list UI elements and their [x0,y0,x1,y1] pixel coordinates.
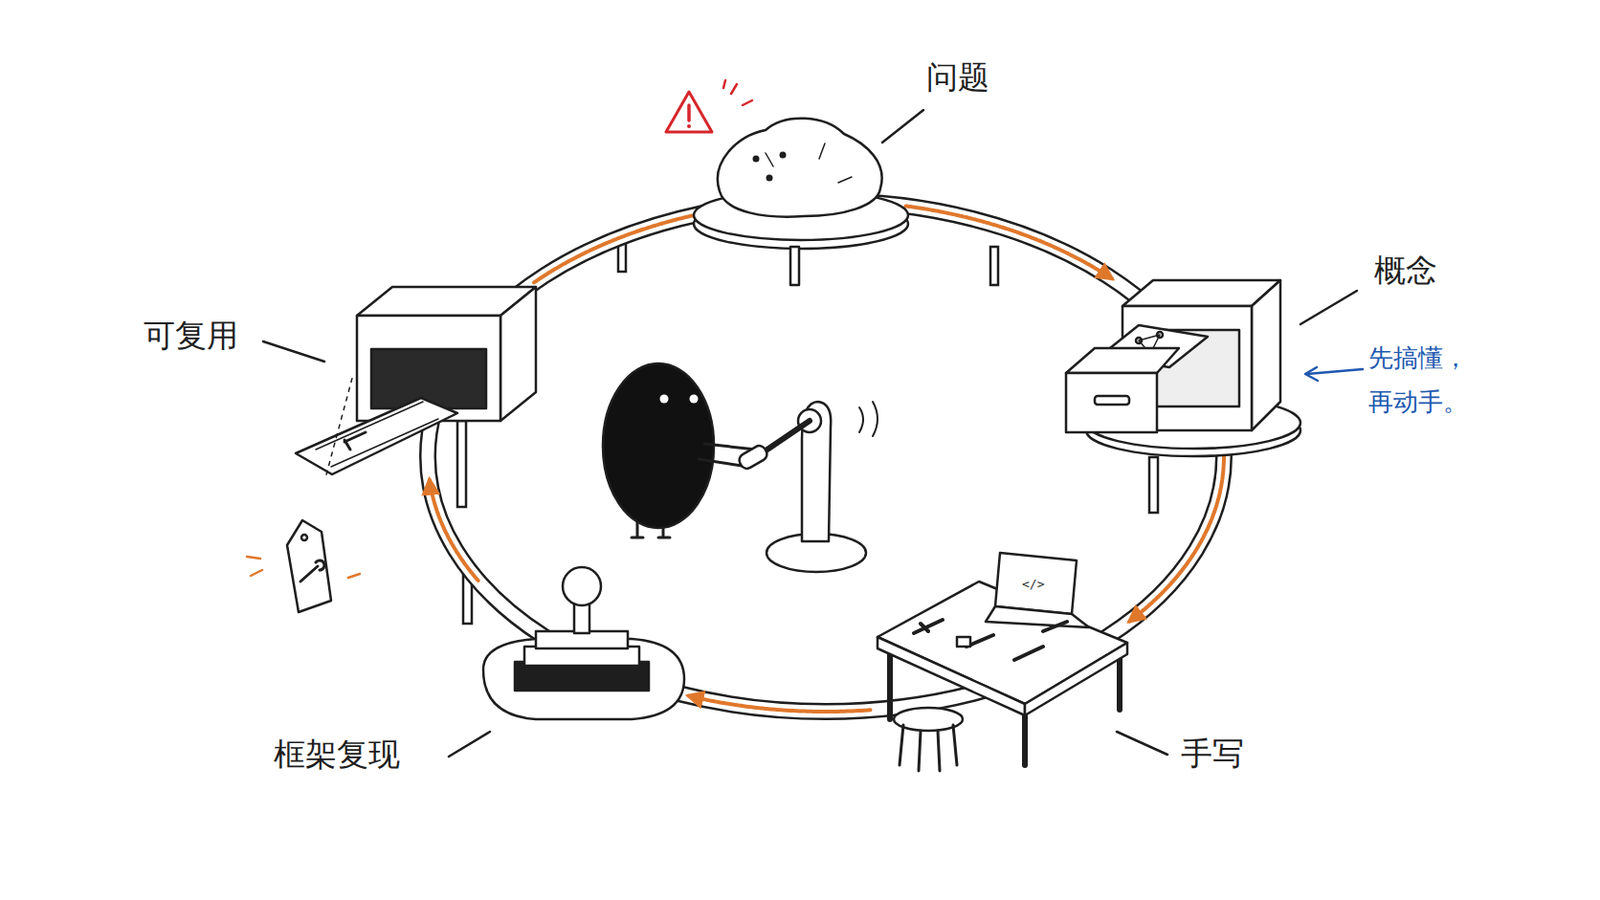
rail-post [990,246,999,286]
rail-post [457,421,467,508]
drawer-top [1066,348,1179,374]
tool-block [956,637,971,647]
rock-station-node: 问题 [698,124,905,249]
desk-edge [1024,643,1128,716]
ring-connector [688,696,871,712]
drawer-handle [1094,396,1130,405]
sparkle-ticks [246,556,360,578]
tag-wrench [300,560,325,582]
tray [295,398,458,475]
warning-mark [687,105,691,121]
leader-line [1300,290,1357,325]
press-station [448,567,685,757]
desk-edge [877,637,1025,716]
rock-cracks [765,143,852,183]
ring-connector [429,480,479,581]
laptop-keyboard [985,606,1089,628]
drawer-front [1066,373,1157,433]
stamp-knob [562,567,601,606]
warning-triangle [666,91,712,133]
cabinet-station-node: 概念 [1100,279,1288,443]
leader-line [882,110,924,143]
ring-connector [533,214,698,283]
crank-handle [736,444,770,472]
note-arrow [1307,369,1363,375]
cabinet-side [1251,280,1281,431]
station-label: 手写 [1180,737,1245,770]
ring-connector [1129,443,1224,623]
station-label: 问题 [926,61,990,93]
platform [483,639,685,720]
station-label: 框架复现 [273,738,400,771]
rock-eye [779,152,787,159]
leader-line [1116,732,1168,756]
blob-body [602,363,714,529]
press-station-node: 框架复现 [478,566,688,725]
tray-rails [315,401,439,467]
note-text: 先搞懂， 再动手。 [1368,336,1484,424]
rail-posts [457,239,1158,624]
box-side [500,287,536,422]
note-arrow-head [1305,367,1318,381]
rock-station [666,80,924,286]
box-opening [371,349,487,409]
tools [913,620,1067,661]
rail-outline [427,200,1224,712]
station-label: 概念 [1374,254,1438,287]
alert-ticks [723,80,753,106]
stool-legs [899,725,957,772]
rock-eye [753,155,760,163]
box-station [246,287,536,613]
rail-inner [427,200,1224,712]
box-station-node: 可复用 [287,283,538,480]
hanging-tag [287,520,332,613]
rail-post [1149,457,1158,513]
warning-dot [687,124,691,129]
cabinet-station [1066,280,1363,457]
dash-line [325,378,353,479]
desk-station [877,553,1168,772]
code-symbol: </> [1022,577,1045,592]
laptop-screen [995,553,1077,615]
station-label: 可复用 [143,319,239,352]
leader-line [448,732,490,757]
tray-wrench [344,432,366,450]
rock-eye [766,175,774,182]
eye [689,395,699,404]
tag-hole [301,534,308,541]
eye [660,395,669,404]
ring-connector [906,205,1113,279]
platform-post [790,246,800,286]
motion-lines [859,401,878,437]
crank [736,401,878,573]
leader-line [263,341,325,362]
rock [717,118,883,218]
character [602,363,756,538]
desk-station-node: 手写 [870,545,1130,728]
